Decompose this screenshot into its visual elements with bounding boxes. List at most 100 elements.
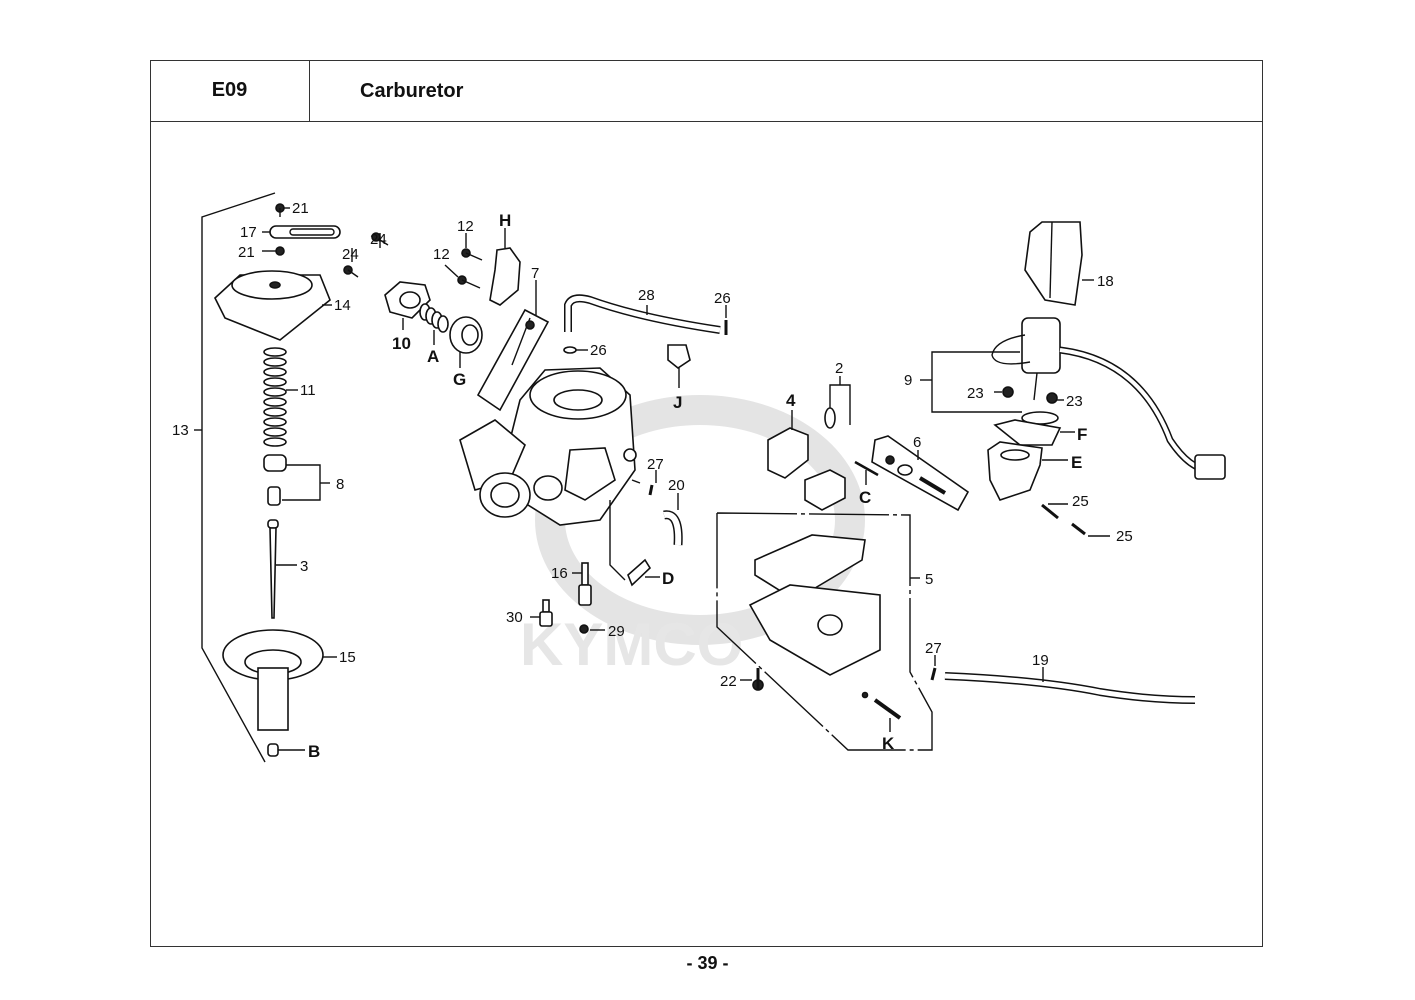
- callout-b: B: [308, 742, 320, 761]
- callout-10: 10: [392, 334, 411, 353]
- callout-15: 15: [339, 649, 356, 666]
- auto-choke-9: [1021, 317, 1061, 374]
- callout-27: 27: [925, 640, 942, 657]
- callout-11: 11: [300, 382, 316, 399]
- callout-12: 12: [433, 246, 450, 263]
- choke-cover-18: [1024, 221, 1083, 306]
- bracket-17: [269, 225, 341, 239]
- callout-5: 5: [925, 571, 933, 588]
- page-number: - 39 -: [686, 953, 729, 973]
- callout-c: C: [859, 488, 871, 507]
- piston-valve: [257, 667, 289, 731]
- callout-30: 30: [506, 609, 523, 626]
- float-valve-2: [824, 407, 836, 429]
- diagram-frame: [150, 60, 1263, 947]
- kymco-watermark: KYMCO: [520, 395, 865, 678]
- hoses-and-clips: [563, 294, 728, 587]
- washer-29: [579, 624, 589, 634]
- page-title: Carburetor: [360, 79, 464, 102]
- callout-24: 24: [342, 246, 359, 263]
- callout-25: 25: [1116, 528, 1133, 545]
- screw-23b: [1046, 392, 1058, 404]
- section-code: E09: [150, 60, 310, 122]
- drain-screw-k: [873, 698, 902, 720]
- callout-13: 13: [172, 422, 189, 439]
- bracket-h: [489, 247, 521, 306]
- callout-27: 27: [647, 456, 664, 473]
- float-parts: [767, 376, 970, 512]
- callout-f: F: [1077, 425, 1087, 444]
- jet-needle-3: [269, 527, 277, 619]
- callout-14: 14: [334, 297, 351, 314]
- callout-18: 18: [1097, 273, 1114, 290]
- kit-7-bracket: [476, 308, 550, 412]
- float-chamber-gasket: [754, 534, 866, 601]
- clip-j: [667, 344, 691, 369]
- screw-25a: [1041, 503, 1059, 520]
- callout-19: 19: [1032, 652, 1049, 669]
- group-13-bracket: [201, 192, 276, 763]
- float-pin-c: [854, 460, 879, 477]
- callout-24: 24: [370, 231, 387, 248]
- callout-6: 6: [913, 434, 921, 451]
- watermark-ring: [535, 395, 865, 645]
- callout-labels: 21 17 21 14 11 13 8 3 15 B 24 24 10 A G …: [172, 200, 1133, 761]
- clip-27b: [930, 667, 937, 681]
- callout-23: 23: [967, 385, 984, 402]
- callout-16: 16: [551, 565, 568, 582]
- callout-21: 21: [238, 244, 255, 261]
- screw-23a: [1002, 386, 1014, 398]
- screw-25b: [1071, 522, 1086, 536]
- float-bowl-mount: [564, 447, 616, 501]
- choke-connector: [1194, 454, 1226, 480]
- pilot-jet-16: [581, 562, 589, 586]
- callout-7: 7: [531, 265, 539, 282]
- choke-wire: [1059, 346, 1211, 474]
- gasket-f: [993, 419, 1062, 446]
- needle-spring-8: [267, 486, 281, 506]
- callout-25: 25: [1072, 493, 1089, 510]
- callout-20: 20: [668, 477, 685, 494]
- choke-parts: [343, 228, 550, 412]
- callout-j: J: [673, 393, 682, 412]
- callout-3: 3: [300, 558, 308, 575]
- callout-26: 26: [590, 342, 607, 359]
- callout-9: 9: [904, 372, 912, 389]
- needle-holder-8: [263, 454, 287, 472]
- callout-4: 4: [786, 391, 796, 410]
- watermark-text: KYMCO: [520, 611, 743, 678]
- callout-17: 17: [240, 224, 257, 241]
- diaphragm-assembly-group: [194, 192, 341, 763]
- callout-28: 28: [638, 287, 655, 304]
- callout-21: 21: [292, 200, 309, 217]
- callout-h: H: [499, 211, 511, 230]
- callout-a: A: [427, 347, 439, 366]
- callout-2: 2: [835, 360, 843, 377]
- float-4b: [804, 469, 846, 511]
- callout-26: 26: [714, 290, 731, 307]
- screw-21-bottom: [275, 246, 285, 256]
- jets: [530, 562, 605, 634]
- callout-k: K: [882, 734, 895, 753]
- part-b: [267, 743, 279, 757]
- carburetor-body: [459, 367, 641, 526]
- callout-22: 22: [720, 673, 737, 690]
- spring-11: [263, 347, 287, 447]
- float-chamber-5: [748, 584, 881, 676]
- callout-e: E: [1071, 453, 1082, 472]
- callout-23: 23: [1066, 393, 1083, 410]
- clip-26b: [563, 346, 577, 354]
- float-4: [767, 427, 809, 479]
- float-chamber-group: [716, 512, 1196, 751]
- clip-d: [627, 558, 652, 587]
- auto-choke-assembly: [920, 221, 1226, 537]
- group-5-bracket: [716, 512, 933, 751]
- callout-12: 12: [457, 218, 474, 235]
- callout-8: 8: [336, 476, 344, 493]
- callout-g: G: [453, 370, 466, 389]
- callout-29: 29: [608, 623, 625, 640]
- spring-a: [419, 303, 449, 333]
- jet-30: [542, 599, 550, 613]
- clip-27a: [648, 484, 654, 496]
